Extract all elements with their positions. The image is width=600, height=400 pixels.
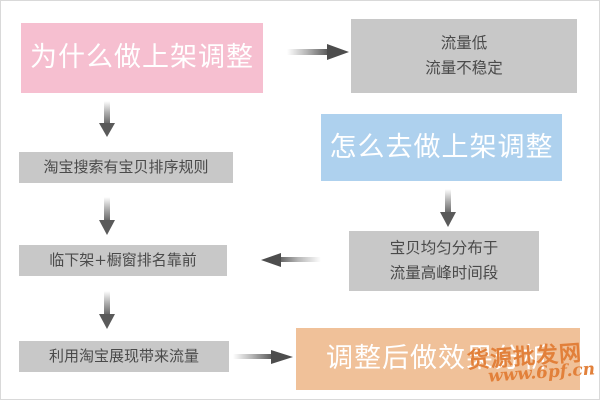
node-even-distribution-line2: 流量高峰时间段: [389, 264, 499, 282]
node-ranking-top[interactable]: 临下架+橱窗排名靠前: [19, 245, 227, 276]
connector-bringtraffic-to-effect-arrow-right-icon: [233, 347, 293, 367]
node-low-traffic-line2: 流量不稳定: [425, 59, 503, 77]
node-ranking-top-label: 临下架+橱窗排名靠前: [49, 250, 197, 269]
connector-searchrule-to-ranking-arrow-down-icon: [96, 197, 118, 235]
node-low-traffic[interactable]: 流量低 流量不稳定: [351, 19, 577, 93]
connector-why-to-lowtraffic-arrow-right-icon: [287, 41, 349, 63]
node-low-traffic-line1: 流量低: [440, 34, 488, 53]
node-search-rule-label: 淘宝搜索有宝贝排序规则: [43, 157, 209, 176]
node-why-adjust[interactable]: 为什么做上架调整: [21, 23, 263, 93]
node-even-distribution[interactable]: 宝贝均匀分布于 流量高峰时间段: [349, 231, 539, 291]
connector-ranking-to-bringtraffic-arrow-down-icon: [96, 291, 118, 329]
node-search-rule[interactable]: 淘宝搜索有宝贝排序规则: [19, 152, 233, 183]
connector-howadjust-to-even-arrow-down-icon: [437, 189, 459, 227]
node-how-adjust[interactable]: 怎么去做上架调整: [321, 114, 562, 181]
node-why-adjust-label: 为什么做上架调整: [30, 42, 254, 74]
node-bring-traffic[interactable]: 利用淘宝展现带来流量: [19, 341, 229, 372]
connector-even-to-ranking-arrow-left-icon: [259, 250, 321, 270]
node-bring-traffic-label: 利用淘宝展现带来流量: [48, 346, 199, 365]
node-effect-analysis-label: 调整后做效果分析: [326, 343, 550, 375]
node-effect-analysis[interactable]: 调整后做效果分析: [296, 328, 580, 390]
node-how-adjust-label: 怎么去做上架调整: [329, 131, 554, 163]
node-even-distribution-line1: 宝贝均匀分布于: [389, 239, 499, 258]
connector-why-to-searchrule-arrow-down-icon: [96, 101, 118, 137]
